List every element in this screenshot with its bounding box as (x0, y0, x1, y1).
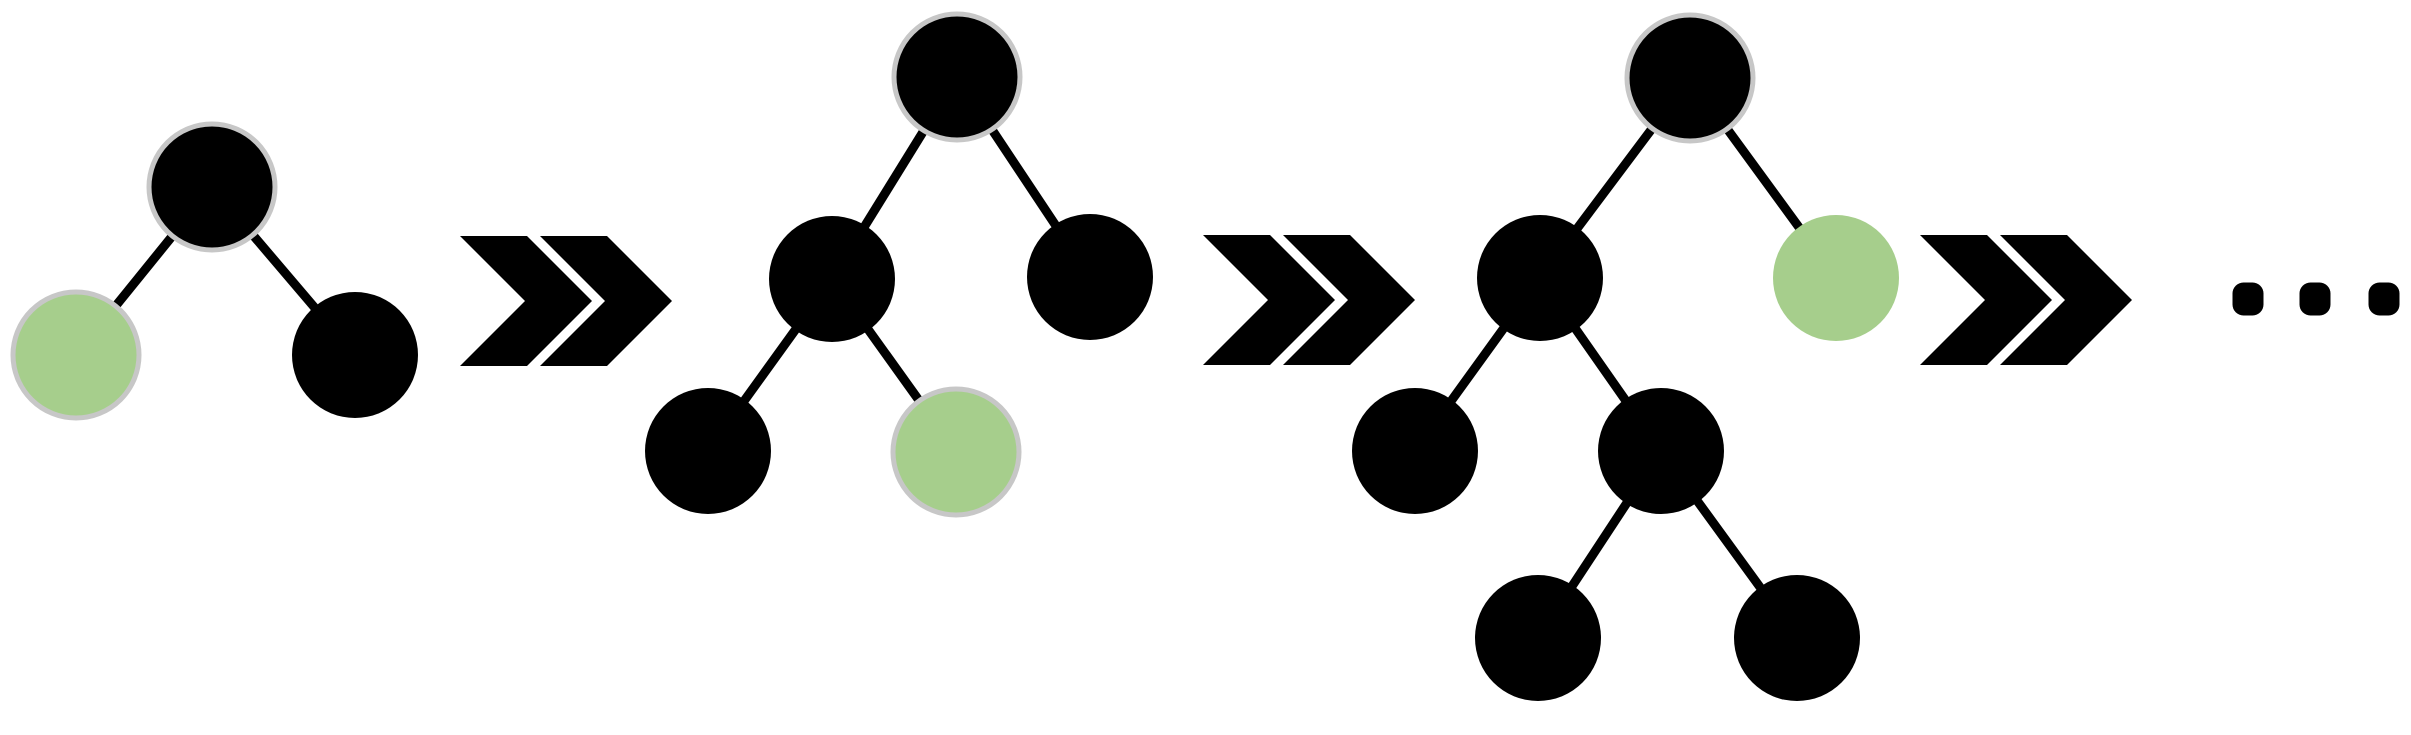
tree-3-node-left-right-left (1475, 575, 1601, 701)
ellipsis-dot-1 (2232, 282, 2264, 316)
ellipsis-dot-2 (2299, 282, 2331, 316)
tree-3-node-left-left (1352, 388, 1478, 514)
tree-2-node-left (769, 216, 895, 342)
separator-1-fast-forward-chevron-icon (460, 236, 672, 366)
tree-1-node-root (146, 121, 278, 253)
tree-3-node-left-right-right (1734, 575, 1860, 701)
tree-3-node-left-right (1598, 388, 1724, 514)
ellipsis-layer (2232, 282, 2400, 316)
separator-2-fast-forward-chevron-icon (1203, 235, 1415, 365)
separator-3-chevron-band-2 (2000, 235, 2132, 365)
separator-3-chevron-band-1 (1920, 235, 2052, 365)
separator-2-chevron-band-2 (1283, 235, 1415, 365)
tree-2-node-root (891, 11, 1023, 143)
tree-3 (1352, 12, 1899, 701)
tree-2-node-right (1027, 214, 1153, 340)
tree-2-node-left-left (645, 388, 771, 514)
separator-1-chevron-band-2 (540, 236, 672, 366)
tree-3-node-right-highlighted (1773, 215, 1899, 341)
separator-1-chevron-band-1 (460, 236, 592, 366)
tree-2-node-left-right-highlighted (890, 386, 1022, 518)
tree-3-node-root (1624, 12, 1756, 144)
tree-1-node-right (292, 292, 418, 418)
separator-2-chevron-band-1 (1203, 235, 1335, 365)
separators-layer (460, 235, 2132, 366)
ellipsis-dot-3 (2368, 282, 2400, 316)
tree-1-node-left-highlighted (10, 289, 142, 421)
tree-2 (645, 11, 1153, 518)
tree-1 (10, 121, 418, 421)
trees-layer (10, 11, 1899, 701)
tree-3-node-left (1477, 215, 1603, 341)
separator-3-fast-forward-chevron-icon (1920, 235, 2132, 365)
